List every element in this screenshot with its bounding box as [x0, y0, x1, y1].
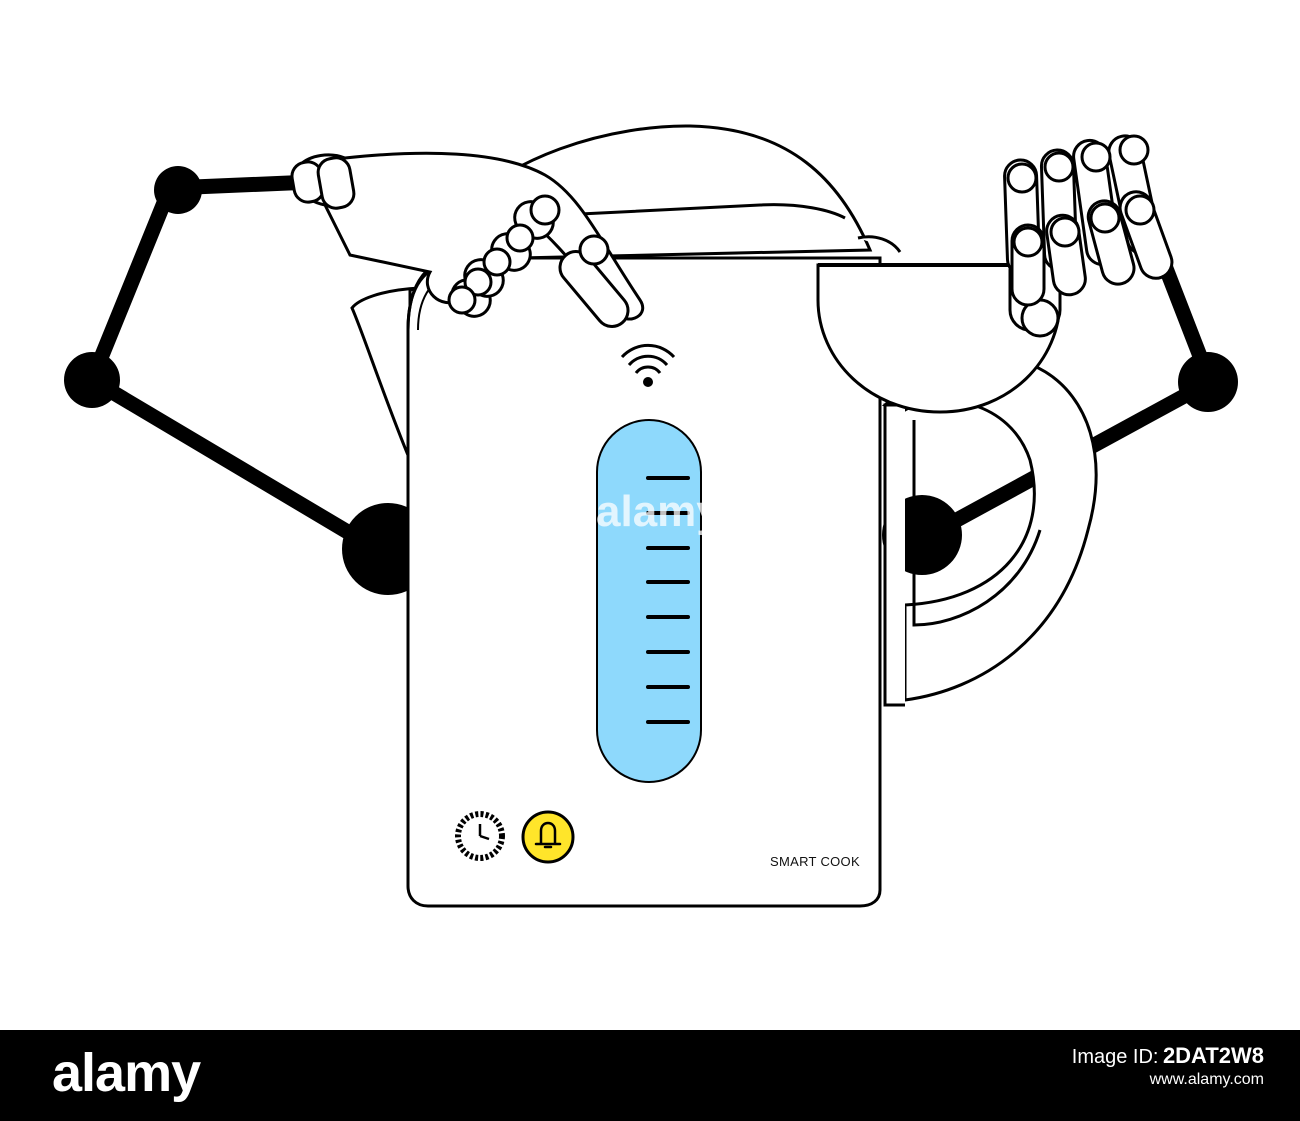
wifi-icon	[620, 343, 676, 387]
left-hand-fingers	[447, 194, 630, 328]
left-arm-joint	[64, 352, 120, 408]
clock-icon[interactable]	[455, 811, 505, 861]
footer-url[interactable]: www.alamy.com	[1149, 1071, 1264, 1088]
bell-button[interactable]	[521, 810, 575, 864]
watermark-text: alamy	[596, 487, 721, 536]
footer-logo: alamy	[52, 1043, 201, 1103]
footer-image-info: Image ID: 2DAT2W8 www.alamy.com	[1072, 1042, 1264, 1090]
bell-icon	[534, 821, 562, 849]
right-robot-hand	[1003, 134, 1174, 338]
kettle-spout	[350, 286, 421, 461]
water-level-window: alamy	[596, 419, 721, 783]
kettle-handle	[881, 355, 1098, 707]
left-arm-joint	[154, 166, 202, 214]
right-arm-joint	[1178, 352, 1238, 412]
right-hand-fingers	[1003, 134, 1174, 307]
image-id-value: 2DAT2W8	[1162, 1043, 1264, 1068]
brand-label: SMART COOK	[770, 854, 860, 869]
image-id-label: Image ID:	[1071, 1046, 1159, 1068]
left-robot-hand	[290, 151, 644, 328]
footer-bar: alamy Image ID: 2DAT2W8 www.alamy.com	[0, 1030, 1300, 1121]
cup	[816, 263, 1062, 414]
water-level-marks	[646, 476, 690, 724]
